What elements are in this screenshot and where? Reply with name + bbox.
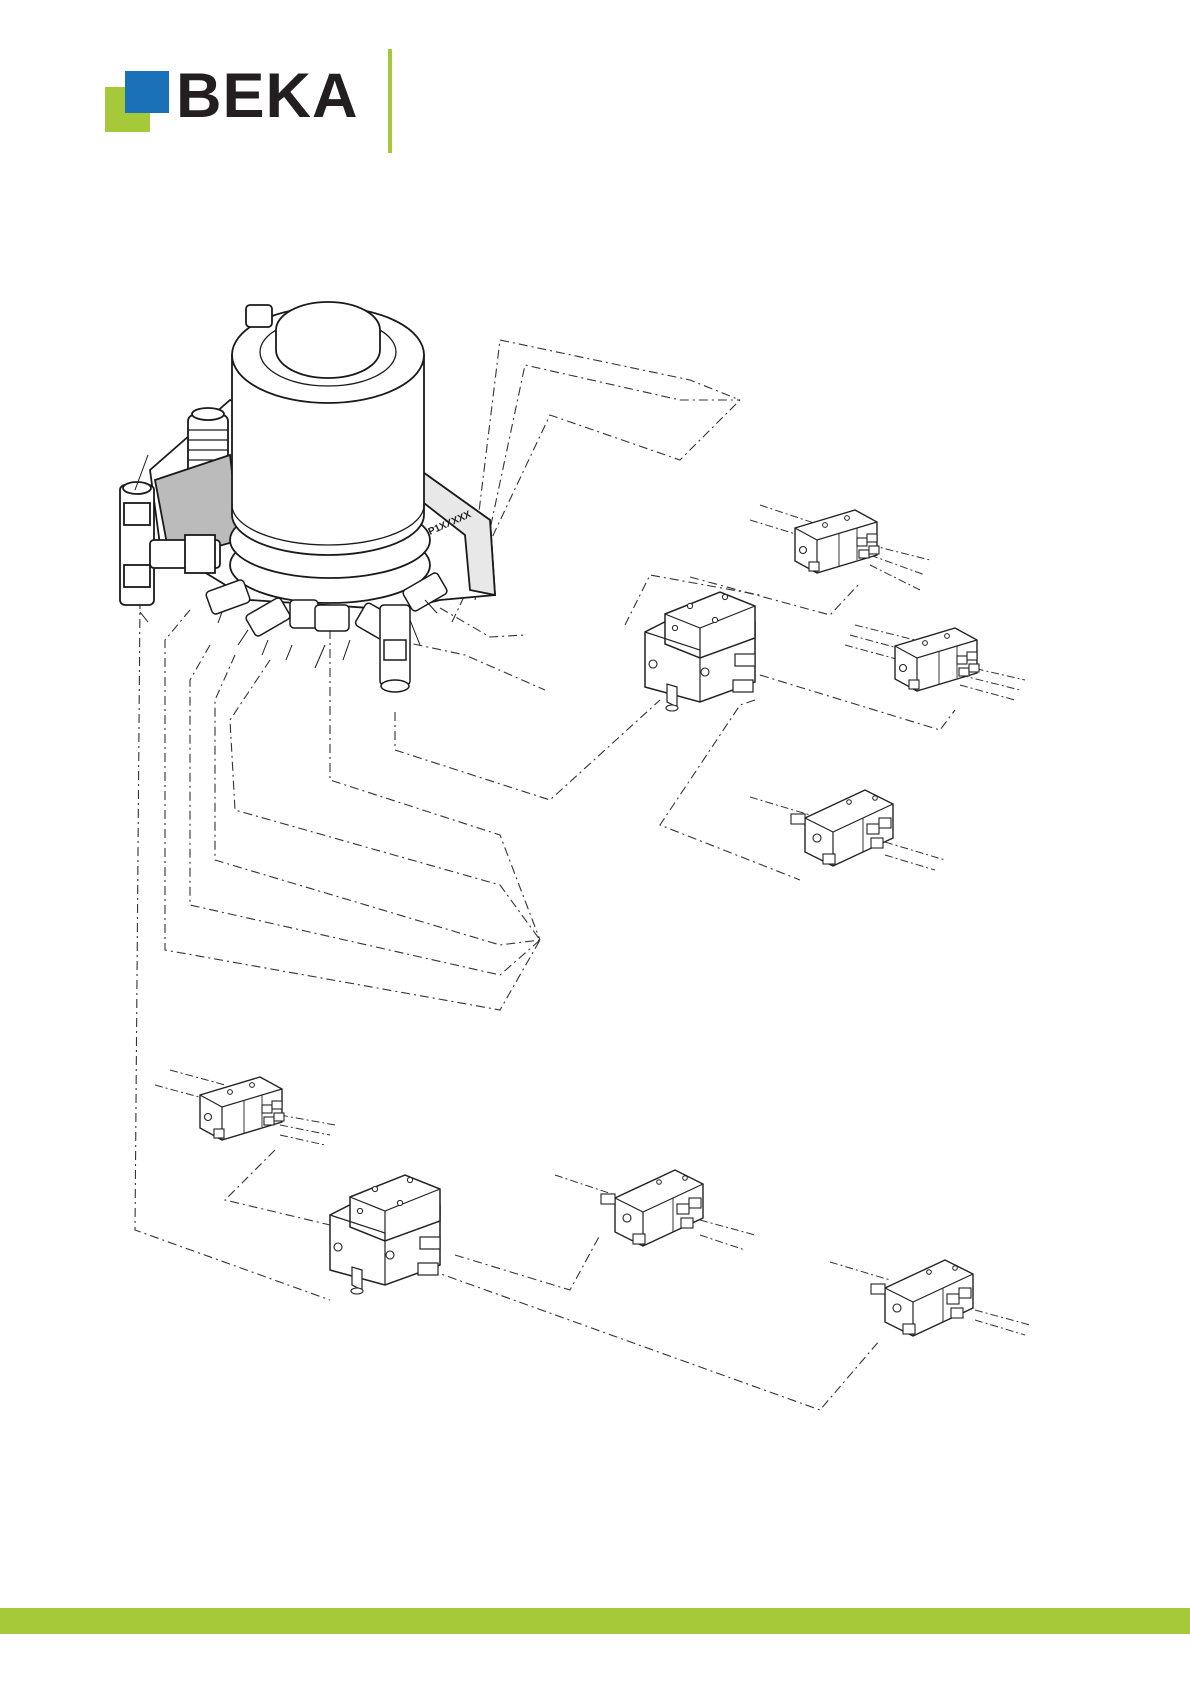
footer-bar	[0, 1608, 1190, 1634]
distributor-mid-right	[895, 628, 979, 691]
distributor-bottom-center	[601, 1170, 703, 1246]
distributor-main-bottom	[330, 1175, 440, 1294]
distributor-bottom-right	[871, 1260, 973, 1336]
distributor-main-right	[645, 592, 755, 711]
distributor-bottom-left	[200, 1077, 284, 1140]
distributor-top-right	[795, 510, 879, 573]
lubrication-pump: P1XXXXX	[120, 302, 495, 692]
distributor-center-right	[791, 790, 893, 866]
outlet-lines	[155, 505, 1030, 1335]
